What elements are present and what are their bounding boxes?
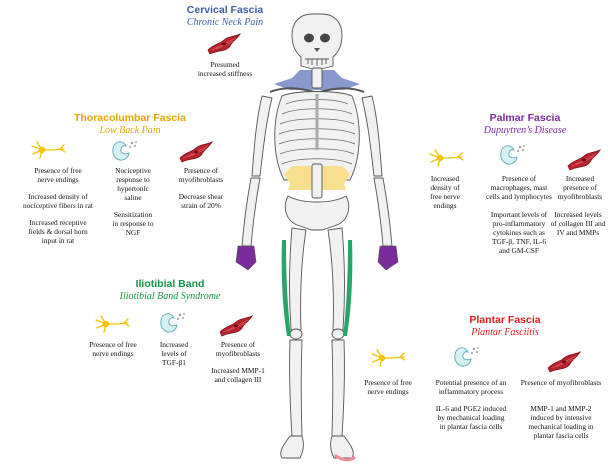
cervical-subtitle: Chronic Neck Pain bbox=[170, 17, 280, 28]
immune-cell-icon bbox=[158, 312, 188, 334]
thoracolumbar-col3-item1: Presence of myofibroblasts bbox=[164, 166, 238, 184]
thoracolumbar-col2-item1: Nociceptive response to hypertonic salin… bbox=[96, 166, 170, 202]
plantar-title: Plantar Fascia bbox=[450, 314, 560, 326]
immune-cell-icon bbox=[452, 346, 482, 368]
iliotibial-col3-item2: Increased MMP-1 and collagen III bbox=[196, 366, 280, 384]
thoracolumbar-col2-item2: Sensitization in response to NGF bbox=[96, 210, 170, 237]
plantar-col3-item2: MMP-1 and MMP-2 induced by intensive mec… bbox=[516, 404, 606, 440]
immune-cell-icon bbox=[498, 144, 528, 166]
palmar-col1-item1: Increased density of free nerve endings bbox=[416, 174, 474, 210]
thoracolumbar-col3-item2: Decrease shear strain of 20% bbox=[160, 192, 242, 210]
plantar-col2-item1: Potential presence of an inflammatory pr… bbox=[426, 378, 516, 396]
myofibroblast-icon bbox=[206, 32, 242, 56]
iliotibial-col2-item1: Increased levels of TGF-β1 bbox=[148, 340, 200, 367]
myofibroblast-icon bbox=[546, 350, 582, 374]
plantar-subtitle: Plantar Fasciitis bbox=[450, 327, 560, 338]
palmar-col3-item1: Increased presence of myofibroblasts bbox=[552, 174, 608, 201]
myofibroblast-icon bbox=[178, 140, 214, 164]
iliotibial-subtitle: Iliotibial Band Syndrome bbox=[100, 291, 240, 302]
cervical-title: Cervical Fascia bbox=[180, 4, 270, 16]
iliotibial-title: Iliotibial Band bbox=[110, 278, 230, 290]
plantar-col3-item1: Presence of myofibroblasts bbox=[514, 378, 608, 387]
immune-cell-icon bbox=[110, 140, 140, 162]
thoracolumbar-col1-item3: Increased receptive fields & dorsal horn… bbox=[6, 218, 110, 245]
nerve-ending-icon bbox=[94, 314, 132, 336]
palmar-title: Palmar Fascia bbox=[470, 112, 580, 124]
nerve-ending-icon bbox=[30, 140, 68, 162]
plantar-col2-item2: IL-6 and PGE2 induced by mechanical load… bbox=[426, 404, 516, 431]
thoracolumbar-col1-item2: Increased density of nociceptive fibers … bbox=[6, 192, 110, 210]
palmar-col2-item1: Presence of macrophages, mast cells and … bbox=[474, 174, 564, 201]
nerve-ending-icon bbox=[370, 348, 408, 370]
thoracolumbar-title: Thoracolumbar Fascia bbox=[70, 112, 190, 124]
myofibroblast-icon bbox=[218, 314, 254, 338]
nerve-ending-icon bbox=[428, 148, 466, 170]
palmar-col3-item2: Increased levels of collagen III and IV … bbox=[548, 210, 608, 237]
myofibroblast-icon bbox=[566, 148, 602, 172]
palmar-highlight-left bbox=[236, 246, 256, 270]
plantar-col1-item1: Presence of free nerve endings bbox=[350, 378, 426, 396]
iliotibial-col3-item1: Presence of myofibroblasts bbox=[200, 340, 276, 358]
palmar-highlight-right bbox=[378, 246, 398, 270]
thoracolumbar-subtitle: Low Back Pain bbox=[70, 125, 190, 136]
cervical-note: Presumed increased stiffness bbox=[180, 60, 270, 78]
thoracolumbar-col1-item1: Presence of free nerve endings bbox=[18, 166, 98, 184]
iliotibial-col1-item1: Presence of free nerve endings bbox=[78, 340, 148, 358]
palmar-subtitle: Dupuytren’s Disease bbox=[462, 125, 588, 136]
